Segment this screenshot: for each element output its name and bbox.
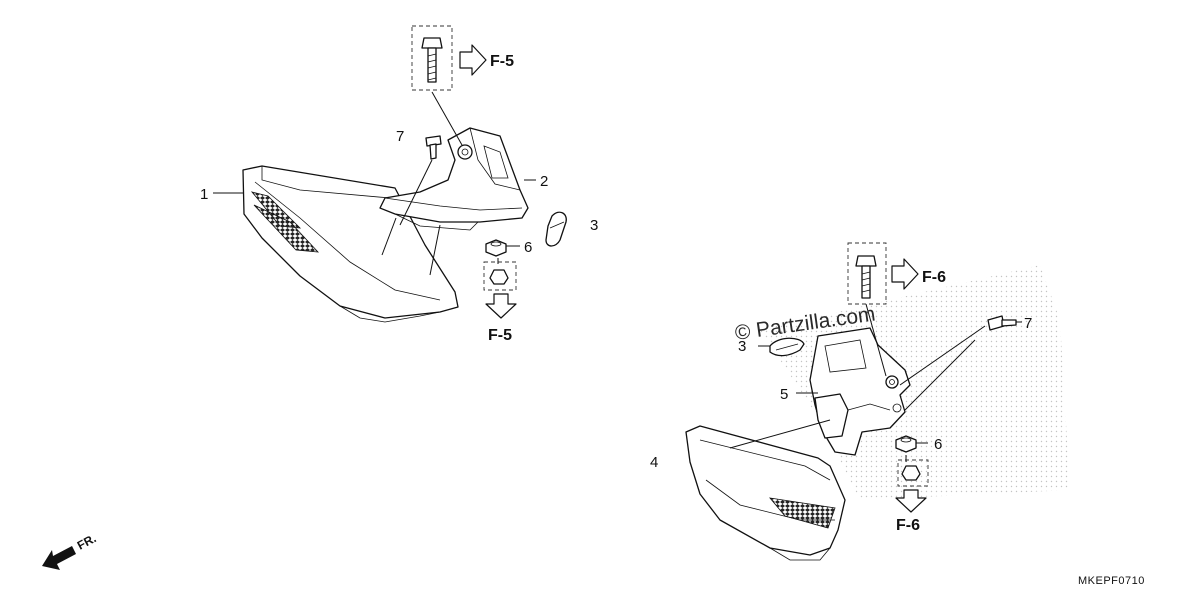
- callout-7-right: 7: [1024, 315, 1032, 332]
- callout-6-right: 6: [934, 436, 942, 453]
- ref-arrow-bottom-right: [895, 489, 927, 513]
- ref-arrow-top-left: [459, 44, 487, 76]
- ref-label-bottom-right: F-6: [896, 517, 920, 534]
- leader-lines-left: [213, 91, 536, 276]
- callout-1-left: 1: [200, 186, 208, 203]
- ref-label-top-right: F-6: [922, 269, 946, 286]
- front-direction-arrow: [42, 546, 76, 570]
- bracket-left-part: [379, 127, 529, 231]
- bolt-left-part: [411, 25, 453, 91]
- cover-right-part: [685, 425, 846, 561]
- callout-5-right: 5: [780, 386, 788, 403]
- nut-right-part: [895, 435, 929, 487]
- callout-7-left: 7: [396, 128, 404, 145]
- bolt-right-part: [847, 242, 887, 305]
- callout-2-left: 2: [540, 173, 548, 190]
- ref-label-top-left: F-5: [490, 53, 514, 70]
- callout-3-right: 3: [738, 338, 746, 355]
- nut-left-part: [483, 239, 517, 291]
- diagram-code: MKEPF0710: [1078, 575, 1145, 587]
- cover-left-part: [242, 165, 459, 323]
- ref-label-bottom-left: F-5: [488, 327, 512, 344]
- ref-arrow-top-right: [891, 258, 919, 290]
- bracket-right-part: [809, 327, 911, 456]
- ref-arrow-bottom-left: [485, 293, 517, 319]
- screw-left-part: [425, 135, 442, 160]
- leader-lines-right: [729, 303, 1022, 462]
- callout-4-right: 4: [650, 454, 658, 471]
- callout-6-left: 6: [524, 239, 532, 256]
- screw-right-part: [987, 315, 1017, 331]
- clip-left-part: [545, 211, 567, 247]
- callout-3-left: 3: [590, 217, 598, 234]
- clip-right-part: [769, 337, 805, 357]
- front-indicator-label: FR.: [75, 531, 99, 552]
